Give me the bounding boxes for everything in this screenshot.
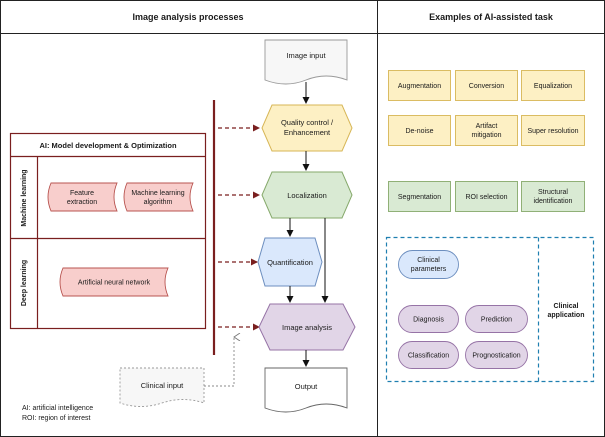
clinical-prognostication xyxy=(465,341,528,369)
clinical-prognostication-label: Prognostication xyxy=(472,353,520,360)
clinical-diagnosis xyxy=(398,305,459,333)
quality-control-line1: Quality control / xyxy=(281,118,334,127)
task-augmentation-label: Augmentation xyxy=(398,83,441,90)
task-segmentation xyxy=(388,181,451,212)
quality-control-line2: Enhancement xyxy=(284,128,331,137)
task-roi-selection xyxy=(455,181,518,212)
clinical-prediction xyxy=(465,305,528,333)
right-header: Examples of AI-assisted task xyxy=(429,12,554,22)
ann-label: Artificial neural network xyxy=(78,280,151,287)
task-super-resolution-label: Super resolution xyxy=(528,128,579,135)
ai-panel-title: AI: Model development & Optimization xyxy=(39,141,177,150)
task-denoise xyxy=(388,115,451,146)
task-super-resolution xyxy=(521,115,585,146)
legend-ai: AI: artificial intelligence xyxy=(22,405,93,412)
clinical-classification-label: Classification xyxy=(408,353,449,360)
task-roi-selection-label: ROI selection xyxy=(465,194,507,201)
clinical-input-label: Clinical input xyxy=(141,381,184,390)
ai-panel-frame xyxy=(9,132,207,330)
ai-panel: AI: Model development & Optimization Mac… xyxy=(9,132,207,330)
localization-label: Localization xyxy=(287,191,327,200)
clinical-prediction-label: Prediction xyxy=(481,317,512,324)
deep-learning-label: Deep learning xyxy=(21,260,28,306)
clinical-application-line2: application xyxy=(548,312,585,319)
quantification-label: Quantification xyxy=(267,258,313,267)
localization-tasks: Segmentation ROI selection Structural id… xyxy=(388,181,585,212)
task-equalization-label: Equalization xyxy=(534,83,572,90)
task-conversion xyxy=(455,70,518,101)
task-artifact-line2: mitigation xyxy=(472,132,502,139)
image-analysis-box xyxy=(258,303,356,351)
task-structural-line1: Structural xyxy=(538,189,568,196)
clinical-region: Clinical parameters Diagnosis Prediction… xyxy=(385,236,595,383)
task-conversion-label: Conversion xyxy=(469,83,505,90)
output-box xyxy=(264,367,348,413)
clinical-input-box xyxy=(119,367,205,407)
task-artifact-line1: Artifact xyxy=(476,123,498,130)
legend-roi: ROI: region of interest xyxy=(22,415,91,422)
clinical-application-line1: Clinical xyxy=(554,303,579,310)
machine-learning-label: Machine learning xyxy=(21,169,28,226)
task-structural-line2: identification xyxy=(534,198,573,205)
task-equalization xyxy=(521,70,585,101)
quantification-box xyxy=(257,237,323,287)
ml-algorithm-line2: algorithm xyxy=(144,199,173,206)
image-input-box xyxy=(264,39,348,85)
clinical-diagnosis-label: Diagnosis xyxy=(413,317,444,324)
feature-extraction-line1: Feature xyxy=(70,190,94,197)
ann-box xyxy=(59,267,169,297)
clinical-parameters xyxy=(398,250,459,279)
image-input-label: Image input xyxy=(286,51,326,60)
clinical-classification xyxy=(398,341,459,369)
clinical-parameters-line1: Clinical xyxy=(417,257,440,264)
task-augmentation xyxy=(388,70,451,101)
output-label: Output xyxy=(295,382,318,391)
task-segmentation-label: Segmentation xyxy=(398,194,441,201)
enhancement-tasks: Augmentation Conversion Equalization De-… xyxy=(388,70,585,146)
task-denoise-label: De-noise xyxy=(405,128,433,135)
clinical-region-frame xyxy=(385,236,595,383)
ml-algorithm-box xyxy=(123,182,194,212)
arrow-clinical-input xyxy=(204,337,234,387)
clinical-parameters-line2: parameters xyxy=(411,266,447,273)
feature-extraction-box xyxy=(47,182,118,212)
task-artifact-mitigation xyxy=(455,115,518,146)
feature-extraction-line2: extraction xyxy=(67,199,97,206)
localization-box xyxy=(261,171,353,219)
quality-control-box xyxy=(261,104,353,152)
left-header: Image analysis processes xyxy=(132,12,243,22)
ml-algorithm-line1: Machine learning xyxy=(131,190,184,197)
task-structural-identification xyxy=(521,181,585,212)
image-analysis-label: Image analysis xyxy=(282,323,332,332)
